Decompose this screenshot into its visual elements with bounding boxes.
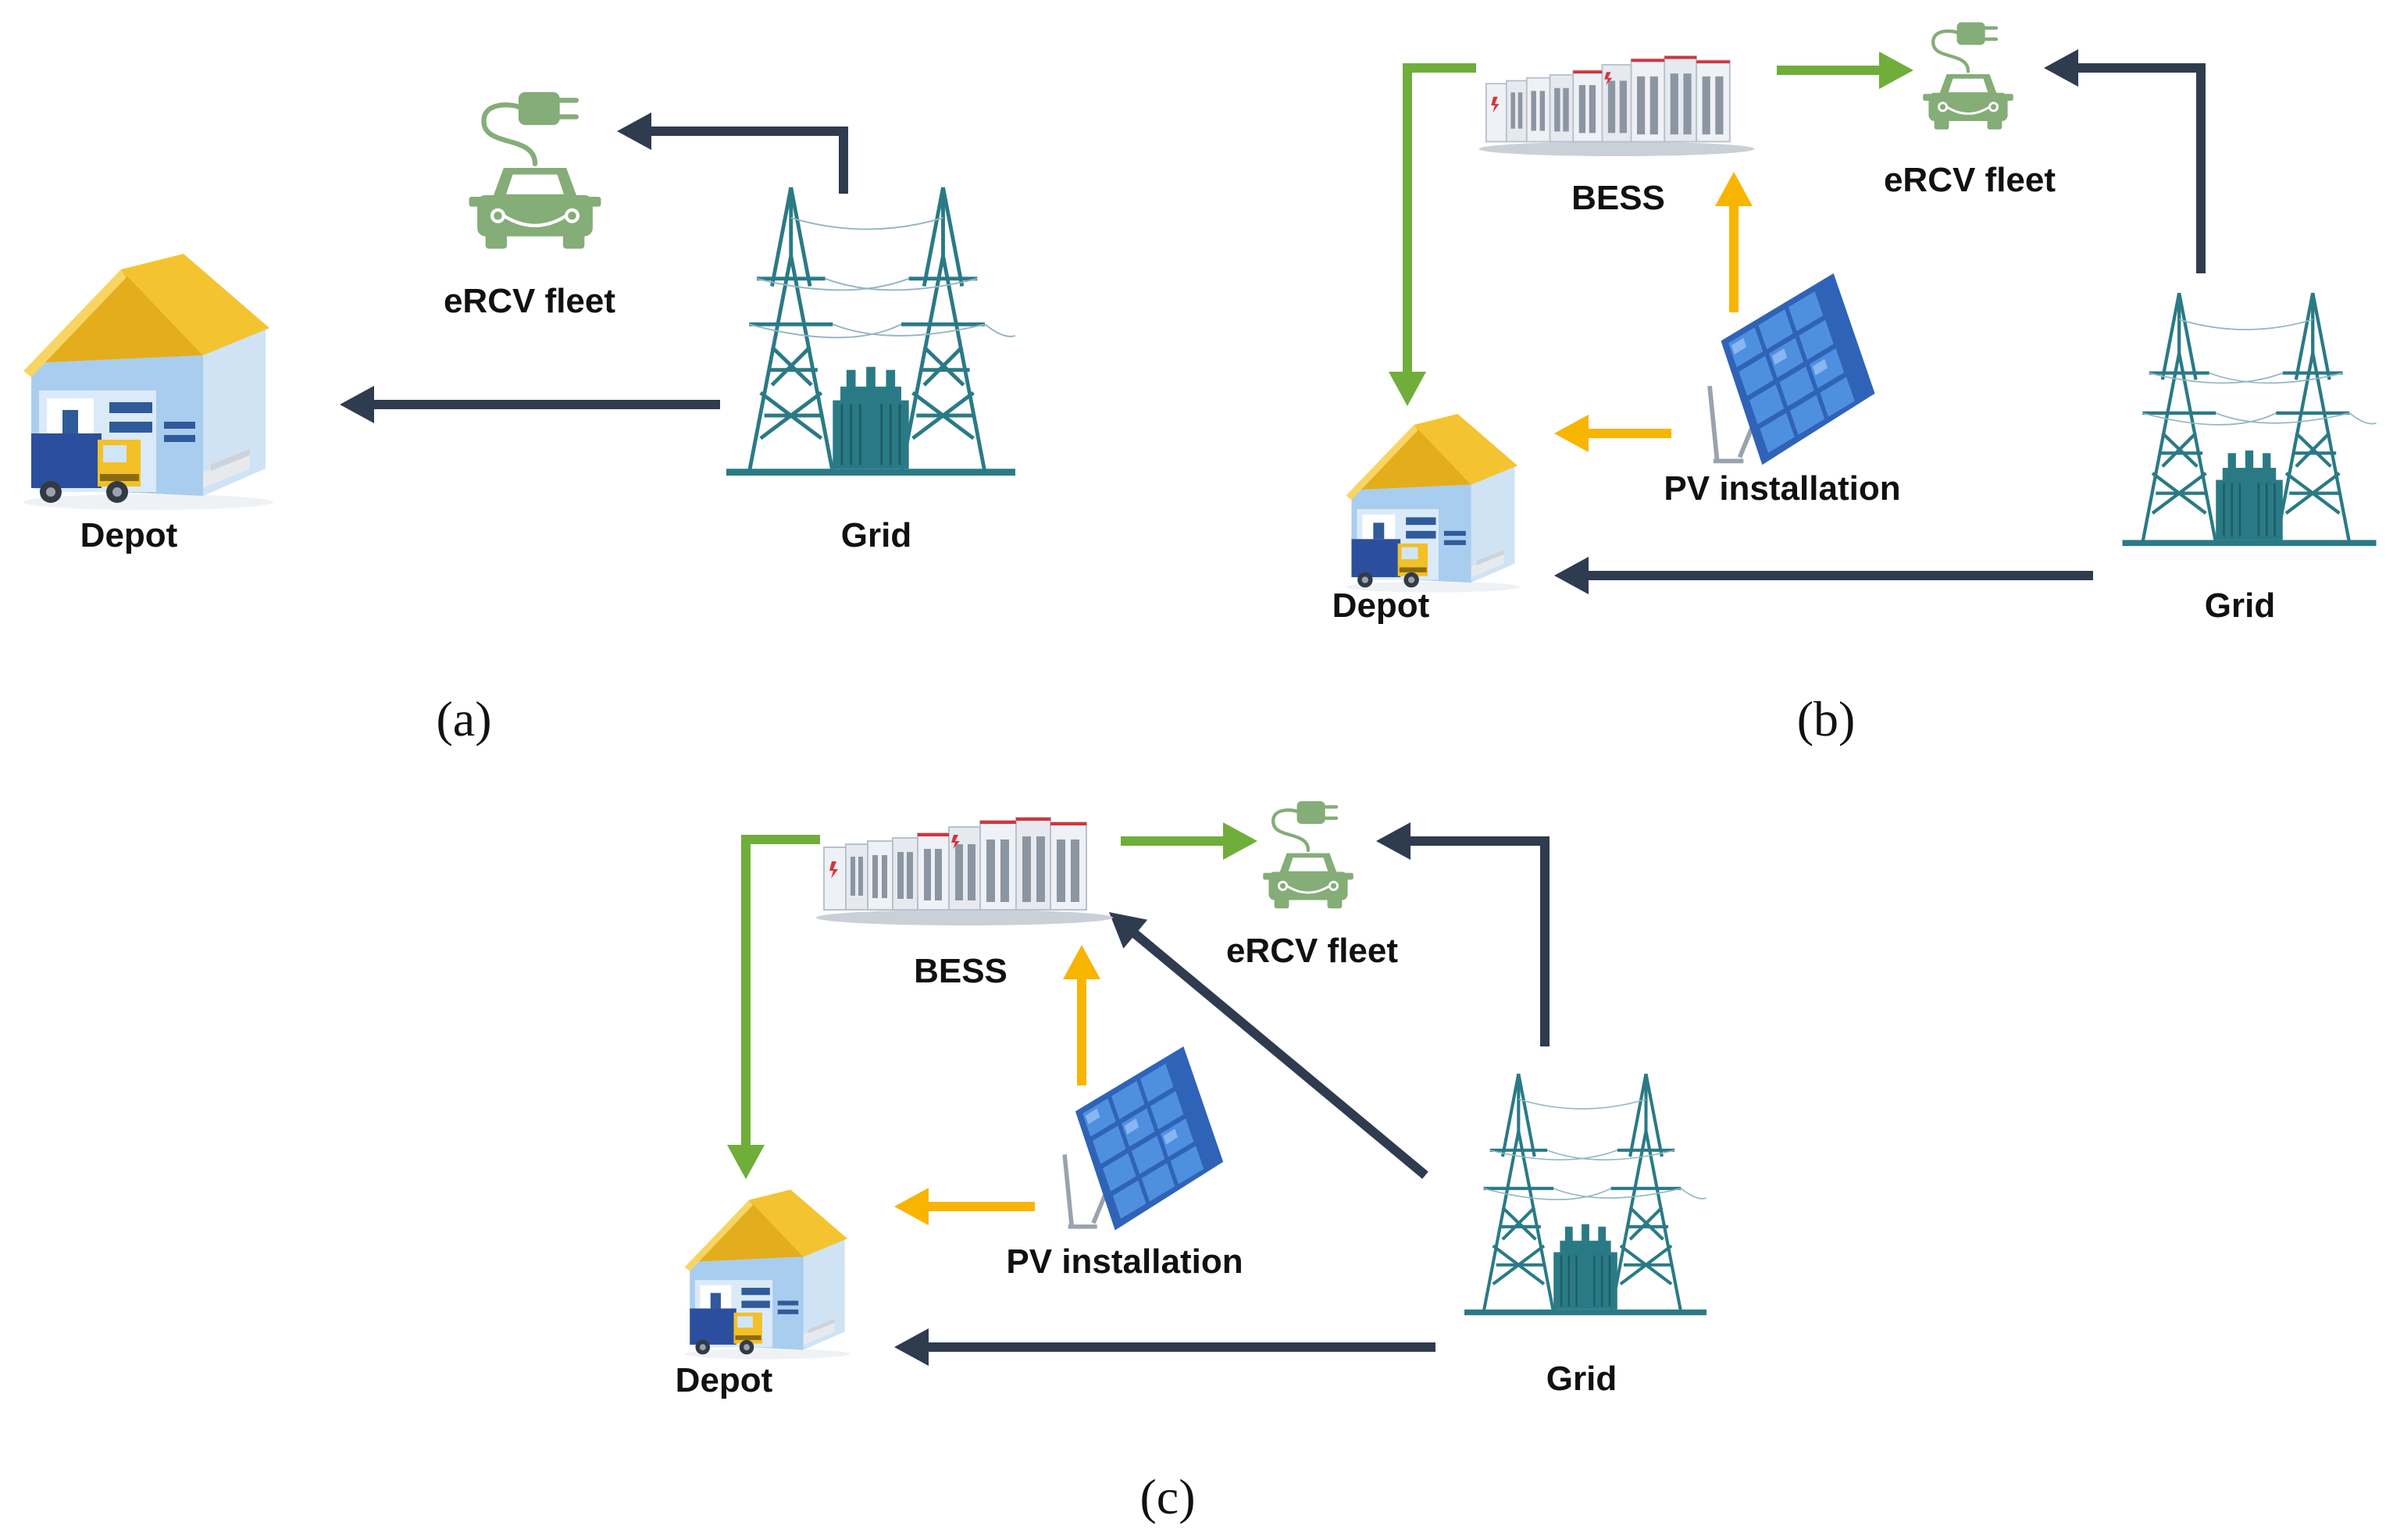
arrow-pv-to-depot [894,1188,1035,1225]
transmission-tower-icon [2123,293,2377,546]
arrow-bess-to-depot [727,835,820,1179]
transmission-tower-icon [726,187,1015,476]
ercv-fleet-label: eRCV fleet [1884,161,2056,199]
arrow-pv-to-depot [1554,415,1671,452]
ercv-fleet-icon [1923,23,2013,130]
panel-caption-a: (a) [436,691,491,747]
arrow-bess-to-ercv [1777,52,1913,89]
arrow-grid-to-bess [1109,912,1428,1179]
solar-panel-icon [1065,1046,1223,1230]
arrow-pv-to-bess [1715,172,1753,312]
panel-caption-c: (c) [1139,1469,1195,1524]
panel-caption-b: (b) [1797,691,1856,747]
arrow-bess-to-ercv [1121,822,1257,860]
ercv-fleet-icon [469,92,601,249]
bess-label: BESS [1571,179,1665,217]
arrow-grid-to-depot [340,386,720,423]
arrow-grid-to-depot [1554,557,2093,594]
depot-label: Depot [1332,586,1430,625]
ercv-fleet-label: eRCV fleet [1226,932,1398,970]
battery-storage-icon [1478,55,1756,156]
depot-warehouse-icon [23,254,273,510]
battery-storage-icon [816,817,1113,925]
arrow-grid-to-ercv [1376,822,1550,1046]
arrow-grid-to-depot [894,1328,1435,1366]
ercv-fleet-label: eRCV fleet [444,282,615,320]
arrow-pv-to-bess [1063,945,1100,1085]
pv-installation-label: PV installation [1006,1242,1243,1281]
depot-warehouse-icon [1346,414,1521,593]
grid-label: Grid [2205,586,2275,625]
grid-label: Grid [841,516,911,554]
depot-label: Depot [676,1361,773,1399]
bess-label: BESS [914,952,1007,990]
pv-installation-label: PV installation [1664,469,1900,508]
grid-label: Grid [1546,1360,1617,1398]
arrow-grid-to-ercv [2044,49,2206,273]
arrow-bess-to-depot [1389,63,1476,406]
depot-warehouse-icon [684,1189,851,1360]
arrow-grid-to-ercv [617,112,848,194]
ercv-fleet-icon [1263,801,1353,908]
transmission-tower-icon [1464,1074,1706,1315]
depot-label: Depot [80,516,178,554]
